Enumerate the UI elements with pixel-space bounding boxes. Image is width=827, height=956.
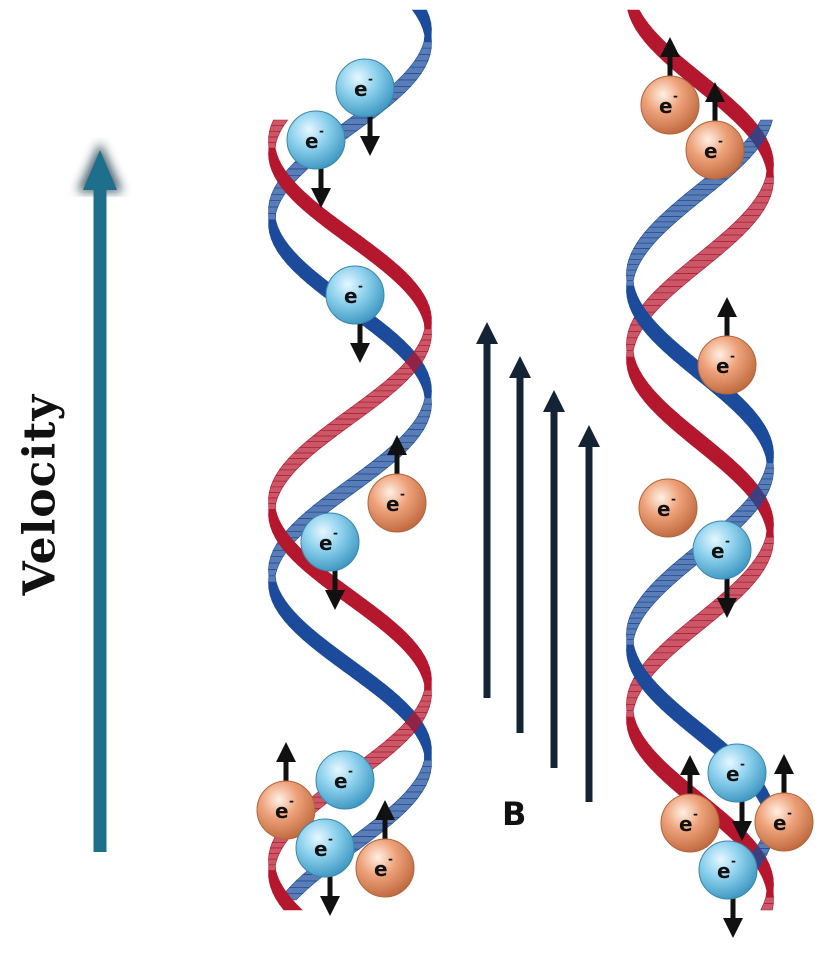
electron-orange: e-: [697, 297, 757, 395]
electron-symbol: e: [275, 799, 289, 823]
electron-charge: -: [673, 89, 678, 103]
electron-blue: e-: [286, 110, 346, 208]
electron-orange: e-: [638, 478, 698, 538]
electron-charge: -: [731, 854, 736, 868]
electron-orange: e-: [355, 800, 415, 898]
electron-symbol: e: [344, 284, 358, 308]
velocity-label: Velocity: [14, 393, 66, 596]
field-arrow: [543, 390, 565, 768]
electron-charge: -: [671, 492, 676, 506]
electron-symbol: e: [354, 77, 368, 101]
electron-charge: -: [358, 279, 363, 293]
electron-symbol: e: [717, 859, 731, 883]
electron-symbol: e: [704, 139, 718, 163]
electron-orange: e-: [754, 754, 814, 852]
electron-symbol: e: [726, 762, 740, 786]
electrons-layer: e-e-e-e-e-e-e-e-e-e-e-e-e-e-e-e-e-e-: [256, 37, 814, 938]
electron-orange: e-: [256, 742, 316, 840]
electron-charge: -: [400, 487, 405, 501]
velocity-arrow: [77, 142, 123, 852]
electron-charge: -: [319, 124, 324, 138]
electron-symbol: e: [659, 94, 673, 118]
electron-orange: e-: [660, 755, 720, 853]
electron-symbol: e: [711, 539, 725, 563]
magnetic-field-arrows: [476, 322, 600, 802]
electron-blue: e-: [315, 750, 375, 810]
electron-blue: e-: [692, 520, 752, 618]
electron-symbol: e: [374, 857, 388, 881]
electron-symbol: e: [773, 811, 787, 835]
electron-symbol: e: [386, 492, 400, 516]
field-arrow: [476, 322, 498, 698]
electron-charge: -: [693, 807, 698, 821]
electron-orange: e-: [685, 82, 745, 180]
electron-blue: e-: [295, 818, 355, 916]
electron-symbol: e: [334, 769, 348, 793]
electron-charge: -: [730, 349, 735, 363]
electron-blue: e-: [335, 58, 395, 156]
electron-symbol: e: [657, 497, 671, 521]
field-arrow: [509, 356, 531, 733]
electron-symbol: e: [319, 531, 333, 555]
field-arrow: [578, 425, 600, 802]
electron-charge: -: [725, 534, 730, 548]
magnetic-field-label: B: [502, 795, 527, 833]
electron-charge: -: [333, 526, 338, 540]
electron-symbol: e: [305, 129, 319, 153]
electron-symbol: e: [679, 812, 693, 836]
electron-blue: e-: [300, 512, 360, 610]
electron-charge: -: [289, 794, 294, 808]
electron-blue: e-: [325, 265, 385, 363]
electron-blue: e-: [698, 840, 758, 938]
electron-orange: e-: [640, 37, 700, 135]
electron-orange: e-: [367, 435, 427, 533]
electron-charge: -: [740, 757, 745, 771]
electron-charge: -: [787, 806, 792, 820]
electron-charge: -: [718, 134, 723, 148]
electron-charge: -: [368, 72, 373, 86]
electron-symbol: e: [314, 837, 328, 861]
electron-charge: -: [388, 852, 393, 866]
electron-charge: -: [348, 764, 353, 778]
electron-blue: e-: [707, 743, 767, 841]
electron-charge: -: [328, 832, 333, 846]
electron-symbol: e: [716, 354, 730, 378]
